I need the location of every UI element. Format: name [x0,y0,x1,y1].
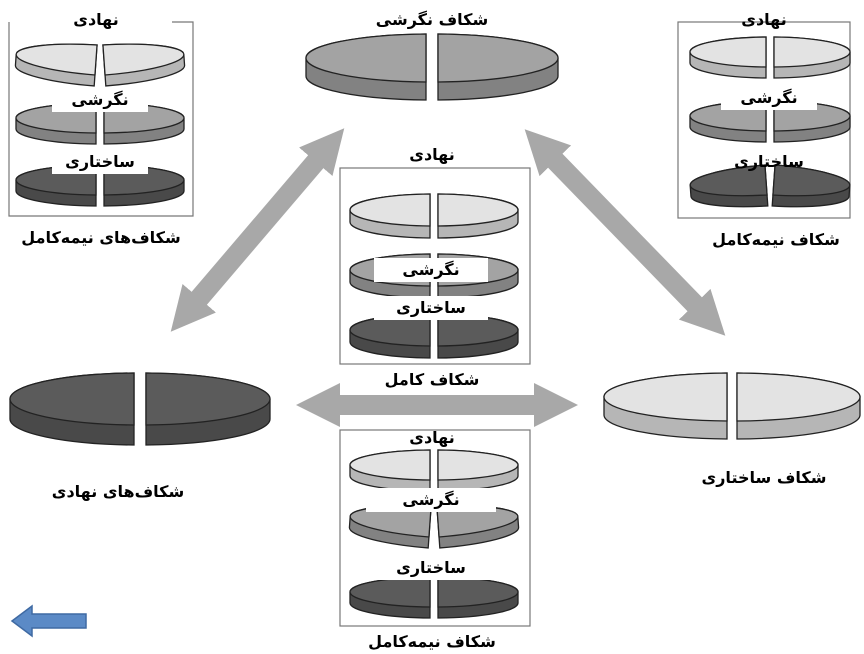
tr-disk-structural [689,164,851,208]
tl-disk-institutional [14,43,186,87]
center-mid-label: نگرشی [374,258,488,282]
disks-layer [9,33,861,619]
bottom-mid-label: نگرشی [366,488,496,512]
arrow-top-left [170,128,345,332]
frame-bottom [339,429,531,627]
tl-mid-label: نگرشی [52,88,148,112]
tr-caption: شکاف نیمه‌کامل [712,230,840,249]
left-title: شکاف‌های نهادی [51,482,185,501]
disk-right-structural [603,372,861,440]
tl-bottom-label: ساختاری [52,150,148,174]
arrow-top-right [524,129,726,336]
bottom-disk-attitudinal [348,505,520,549]
tr-top-label: نهادی [741,10,787,29]
right-title: شکاف ساختاری [701,468,827,487]
tr-disk-institutional [689,36,851,79]
bottom-bottom-label: ساختاری [366,556,496,580]
center-top-label: نهادی [409,145,455,164]
center-disk-structural [349,313,519,359]
disk-left-institutional [9,372,271,446]
bottom-caption: شکاف نیمه‌کامل [368,632,496,651]
arrow-left-icon[interactable] [10,604,88,638]
center-caption: شکاف کامل [384,370,480,389]
bottom-top-label: نهادی [409,428,455,447]
tr-mid-label: نگرشی [721,86,817,110]
top-title: شکاف نگرشی [375,10,489,29]
disk-top-attitudinal [305,33,559,101]
center-bottom-label: ساختاری [374,296,488,320]
arrows [170,128,726,428]
bottom-disk-structural [349,576,519,619]
tr-bottom-label: ساختاری [734,152,804,171]
center-disk-institutional [349,193,519,239]
bottom-disk-institutional [349,449,519,492]
tl-top-label: نهادی [73,10,119,29]
tl-caption: شکاف‌های نیمه‌کامل [21,228,181,247]
